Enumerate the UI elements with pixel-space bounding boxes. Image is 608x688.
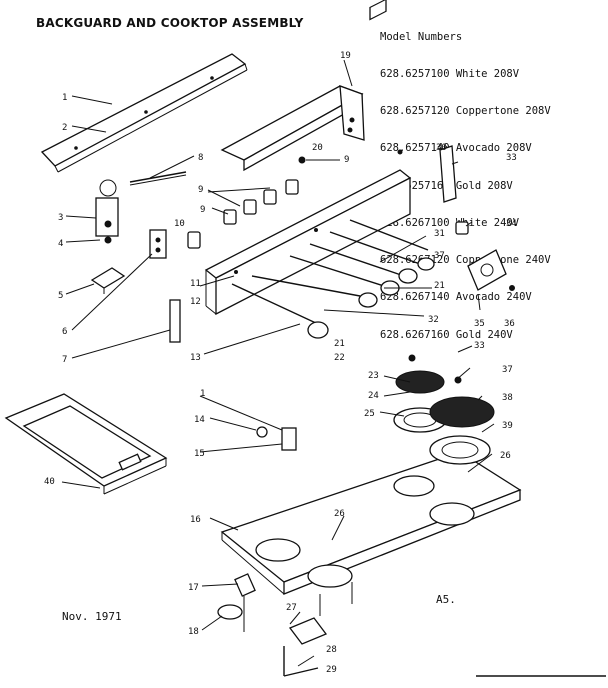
screw (509, 285, 515, 291)
callout-label: 5 (58, 291, 63, 301)
callout-label: 37 (434, 251, 445, 261)
callout-label: 15 (194, 449, 205, 459)
callout-label: 6 (62, 327, 67, 337)
model-line: 628.6257120 Coppertone 208V (380, 105, 551, 118)
model-line: 628.6267120 Coppertone 240V (380, 254, 551, 267)
end-cap (439, 145, 457, 203)
callout-label: 19 (340, 51, 351, 61)
callout-label: 17 (188, 583, 199, 593)
callout-label: 8 (198, 153, 203, 163)
callout-leaders (61, 59, 495, 667)
callout-label: 21 (434, 281, 445, 291)
callout-label: 21 (334, 339, 345, 349)
callout-label: 7 (62, 355, 67, 365)
callout-label: 26 (500, 451, 511, 461)
callout-label: 33 (474, 341, 485, 351)
control-knobs (187, 179, 299, 249)
callout-label: 37 (502, 365, 513, 375)
callout-label: 22 (334, 353, 345, 363)
callout-label: 33 (506, 153, 517, 163)
callout-label: 11 (190, 279, 201, 289)
broiler-pan (4, 393, 168, 495)
callout-label: 9 (198, 185, 203, 195)
support-bar (169, 299, 181, 343)
screw (397, 149, 403, 155)
callout-label: 39 (502, 421, 513, 431)
callout-label: 40 (44, 477, 55, 487)
terminal-block (256, 426, 297, 451)
callout-label: 30 (436, 143, 447, 153)
callout-label: 4 (58, 239, 63, 249)
callout-label: 24 (368, 391, 379, 401)
callout-label: 38 (502, 393, 513, 403)
callout-label: 26 (334, 509, 345, 519)
callout-label: 3 (58, 213, 63, 223)
callout-label: 2 (62, 123, 67, 133)
callout-label: 28 (326, 645, 337, 655)
diagram-title: BACKGUARD AND COOKTOP ASSEMBLY (36, 16, 304, 30)
screw (298, 156, 306, 164)
callout-label: 31 (434, 229, 445, 239)
callout-label: 9 (200, 205, 205, 215)
lower-bracket (217, 573, 256, 632)
callout-label: 34 (506, 219, 517, 229)
receptacle (149, 229, 167, 259)
backguard-panel (40, 53, 248, 173)
callout-label: 13 (190, 353, 201, 363)
model-numbers-list: Model Numbers 628.6257100 White 208V 628… (380, 6, 600, 366)
backguard-top-trim (220, 85, 365, 172)
callout-label: 16 (190, 515, 201, 525)
callout-label: 18 (188, 627, 199, 637)
callout-label: 32 (428, 315, 439, 325)
models-heading: Model Numbers (380, 30, 463, 43)
callout-label: 29 (326, 665, 337, 675)
callout-numbers: 1 2 3 4 5 6 7 8 19 20 9 9 9 10 11 12 13 … (44, 51, 517, 675)
callout-label: 35 (474, 319, 485, 329)
control-panel (204, 0, 412, 316)
indicator-lamp (467, 249, 507, 291)
callout-label: 12 (190, 297, 201, 307)
callout-label: 14 (194, 415, 205, 425)
selector-switch (95, 179, 119, 244)
cooktop-surface (220, 451, 522, 616)
callout-label: 10 (174, 219, 185, 229)
callout-label: 23 (368, 371, 379, 381)
model-line: 628.6257140 Avocado 208V (380, 142, 532, 155)
hinge-assembly (283, 617, 328, 677)
mounting-bracket (90, 267, 126, 294)
trim-strip (129, 171, 187, 186)
page-code: A5. (436, 593, 456, 606)
revision-date: Nov. 1971 (62, 610, 122, 623)
callout-label: 36 (504, 319, 515, 329)
callout-label: 20 (312, 143, 323, 153)
model-line: 628.6257100 White 208V (380, 68, 520, 81)
callout-label: 27 (286, 603, 297, 613)
callout-label: 1 (62, 93, 67, 103)
callout-label: 25 (364, 409, 375, 419)
model-line: 628.6267160 Gold 240V (380, 328, 513, 341)
clip (455, 221, 469, 235)
callout-label: 9 (344, 155, 349, 165)
callout-label: 1 (200, 389, 205, 399)
surface-elements (393, 354, 495, 465)
